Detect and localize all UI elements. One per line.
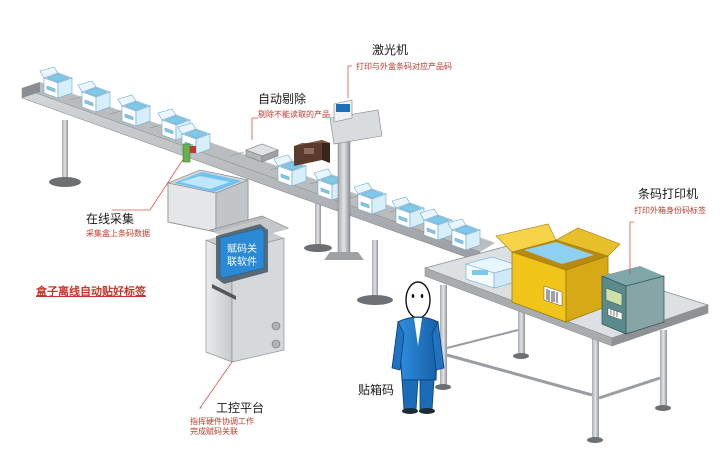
- control-cabinet: [205, 215, 290, 363]
- worker-figure: [391, 281, 445, 414]
- collection-bin: [167, 169, 249, 233]
- product-box: [117, 94, 151, 127]
- conveyor-boxes: [39, 66, 481, 251]
- product-box: [419, 208, 453, 241]
- laser-subtitle: 打印与外盒条码对应产品码: [356, 62, 452, 71]
- barcode-printer: [601, 266, 665, 335]
- cardboard-box: [495, 223, 621, 323]
- screen-line-1: 赋码关: [227, 244, 257, 255]
- table-small-boxes: [464, 256, 522, 289]
- packer-label: 贴箱码: [358, 383, 395, 397]
- control-subtitle-1: 指挥硬件协调工作: [190, 417, 254, 426]
- printer-title: 条码打印机: [638, 187, 699, 201]
- product-box: [391, 196, 425, 229]
- control-subtitle-2: 完成赋码关联: [190, 427, 238, 436]
- reject-subtitle: 剔除不能读取的产品: [258, 110, 330, 119]
- product-box: [77, 80, 111, 113]
- laser-title: 激光机: [372, 43, 409, 57]
- leader-lines: [112, 65, 634, 409]
- laser-machine: [294, 99, 383, 260]
- product-box: [39, 66, 73, 99]
- screen-line-2: 联软件: [227, 257, 257, 268]
- product-box: [353, 182, 387, 215]
- control-title: 工控平台: [216, 401, 265, 415]
- product-box: [447, 218, 481, 251]
- collect-title: 在线采集: [86, 212, 135, 226]
- printer-subtitle: 打印外箱身份码标签: [634, 206, 706, 215]
- headline-label: 盒子离线自动贴好标签: [36, 285, 146, 298]
- product-box: [273, 154, 307, 187]
- reject-device: [245, 143, 279, 163]
- collect-subtitle: 采集盒上条码数据: [86, 229, 150, 238]
- reject-title: 自动剔除: [258, 92, 307, 106]
- barcode-scanner: [182, 143, 196, 163]
